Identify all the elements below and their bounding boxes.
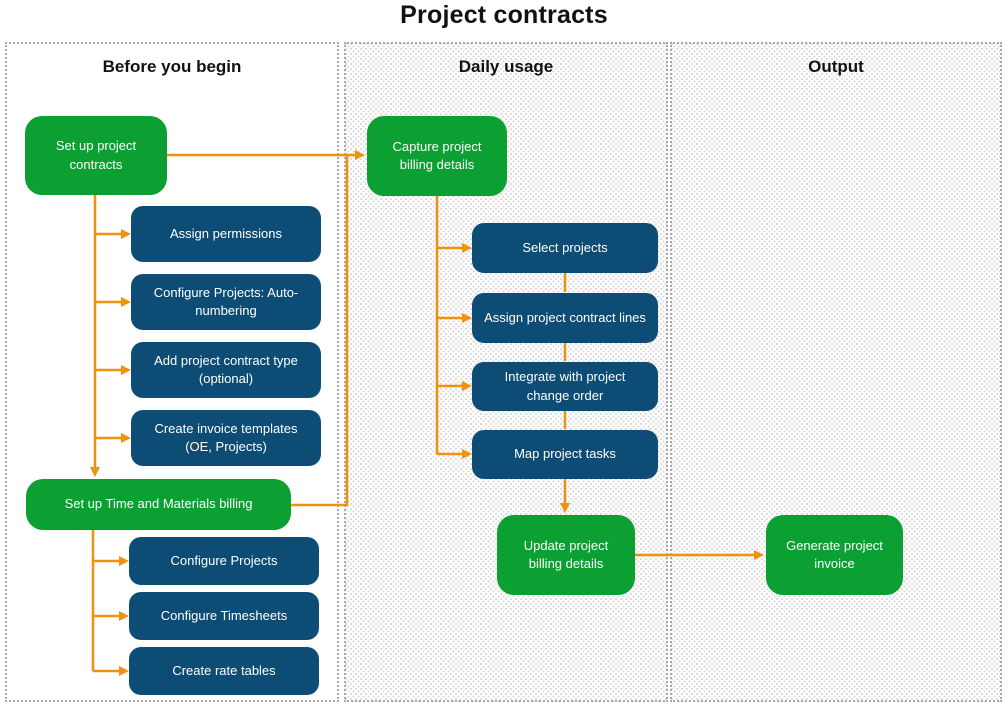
node-create-invoice-templates: Create invoice templates (OE, Projects) — [131, 410, 321, 466]
node-assign-permissions: Assign permissions — [131, 206, 321, 262]
node-set-up-project-contracts: Set up project contracts — [25, 116, 167, 195]
panel-header-output: Output — [808, 57, 864, 76]
node-configure-projects-auto-numbering: Configure Projects: Auto-numbering — [131, 274, 321, 330]
panel-header-before-you-begin: Before you begin — [102, 57, 242, 76]
node-create-rate-tables: Create rate tables — [129, 647, 319, 695]
node-integrate-with-project-change-order: Integrate with project change order — [472, 362, 658, 411]
node-map-project-tasks: Map project tasks — [472, 430, 658, 479]
node-update-project-billing-details: Update project billing details — [497, 515, 635, 595]
diagram-title: Project contracts — [400, 1, 608, 29]
node-select-projects: Select projects — [472, 223, 658, 273]
panel-header-daily-usage: Daily usage — [458, 57, 554, 76]
node-assign-project-contract-lines: Assign project contract lines — [472, 293, 658, 343]
node-configure-projects: Configure Projects — [129, 537, 319, 585]
node-generate-project-invoice: Generate project invoice — [766, 515, 903, 595]
panel-output: Output — [670, 42, 1002, 702]
node-set-up-time-and-materials-billing: Set up Time and Materials billing — [26, 479, 291, 530]
node-configure-timesheets: Configure Timesheets — [129, 592, 319, 640]
node-add-project-contract-type: Add project contract type (optional) — [131, 342, 321, 398]
node-capture-project-billing-details: Capture project billing details — [367, 116, 507, 196]
